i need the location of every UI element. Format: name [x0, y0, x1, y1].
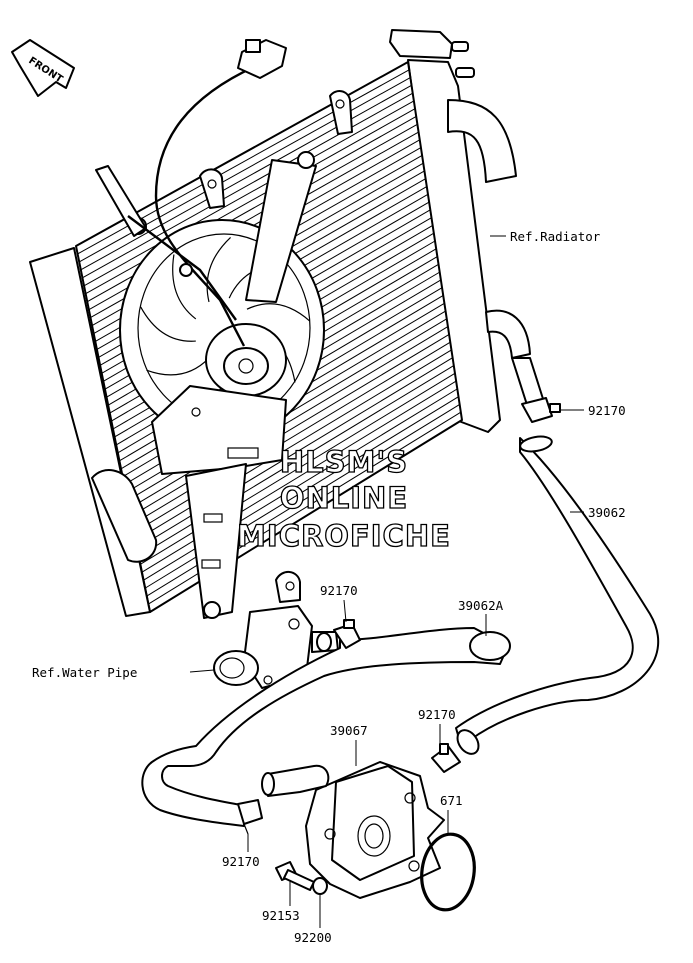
- part-671-label: 671: [440, 793, 463, 808]
- leader-lines: [189, 235, 584, 928]
- front-arrow-icon: FRONT: [11, 39, 75, 97]
- callout-labels: Ref.Radiator 92170 39062 92170 39062A Re…: [32, 229, 626, 945]
- part-92170-label: 92170: [588, 403, 626, 418]
- watermark: HLSM'S ONLINE MICROFICHE: [236, 444, 451, 553]
- clamp-92170-upper: [521, 397, 561, 423]
- ref-radiator-label: Ref.Radiator: [510, 229, 601, 244]
- part-92170-label: 92170: [222, 854, 260, 869]
- part-39062a-label: 39062A: [458, 598, 504, 613]
- o-ring: [420, 832, 476, 912]
- part-92200-label: 92200: [294, 930, 332, 945]
- part-92153-label: 92153: [262, 908, 300, 923]
- water-pipe-joint: [213, 605, 339, 689]
- part-39062-label: 39062: [588, 505, 626, 520]
- bolt-and-washer: [275, 861, 328, 895]
- clamp-92170-mid: [333, 619, 361, 649]
- part-39067-label: 39067: [330, 723, 368, 738]
- fan-assembly: [95, 39, 325, 619]
- hose-39062: [455, 357, 660, 755]
- clamp-92170-lower: [237, 799, 263, 835]
- hose-39062a: [141, 627, 511, 827]
- watermark-line-2: ONLINE: [280, 481, 408, 515]
- ref-water-pipe-label: Ref.Water Pipe: [32, 665, 137, 680]
- watermark-line-3: MICROFICHE: [237, 519, 451, 553]
- clamp-92170-right: [431, 743, 461, 773]
- part-92170-label: 92170: [320, 583, 358, 598]
- part-92170-label: 92170: [418, 707, 456, 722]
- oil-cooler: [261, 761, 445, 899]
- watermark-line-1: HLSM'S: [280, 445, 408, 479]
